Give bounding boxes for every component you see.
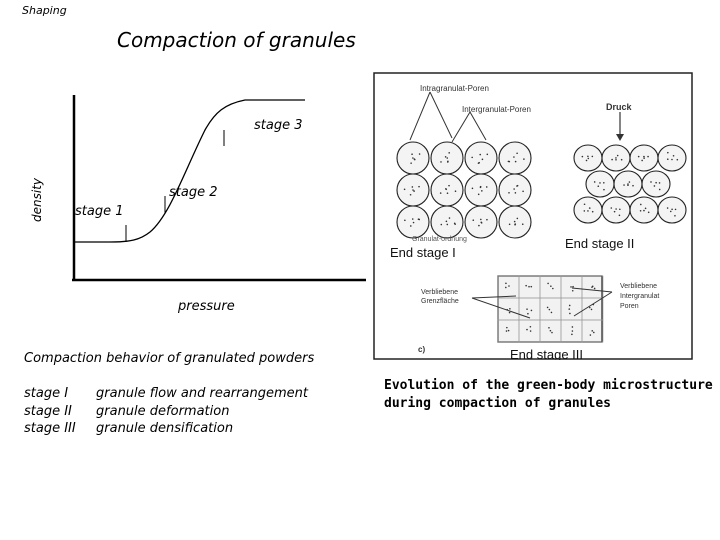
granule [657, 144, 687, 172]
evolution-caption: Evolution of the green-body microstructu… [384, 377, 714, 412]
x-axis-label: pressure [178, 299, 235, 314]
y-axis-label: density [30, 178, 44, 222]
granule-array-stage1 [396, 141, 532, 239]
legend-row: stage I granule flow and rearrangement [24, 385, 308, 403]
compaction-curve-plot [72, 95, 366, 282]
poren-label: Poren [620, 303, 639, 310]
granulat-label: Granulat-ordnung [412, 236, 467, 243]
granule-array-stage3 [497, 275, 604, 343]
c-label: c) [418, 345, 425, 354]
legend-key: stage I [24, 386, 69, 401]
granule [601, 196, 631, 224]
intergranulat-label: Intergranulat [620, 293, 659, 300]
stage-legend: stage I granule flow and rearrangement st… [24, 385, 308, 438]
verbliebene-label-1: Verbliebene [421, 289, 458, 296]
legend-text: granule deformation [96, 403, 230, 419]
granule [464, 173, 498, 207]
legend-row: stage II granule deformation [24, 403, 308, 421]
grenzflaeche-label: Grenzfläche [421, 298, 459, 305]
granule [573, 196, 603, 224]
verbliebene-label-2: Verbliebene [620, 283, 657, 290]
inter-pores-label: Intergranulat-Poren [462, 105, 531, 114]
plot-caption: Compaction behavior of granulated powder… [24, 351, 315, 366]
legend-text: granule flow and rearrangement [96, 386, 308, 401]
druck-label: Druck [606, 102, 633, 112]
granule [464, 141, 498, 175]
granule [585, 170, 615, 198]
density-curve [74, 99, 305, 243]
granule [430, 205, 464, 239]
stage3-label: stage 3 [254, 118, 303, 133]
end-stage3-label: End stage III [510, 347, 583, 360]
legend-key: stage II [24, 403, 72, 419]
granule [498, 141, 532, 175]
legend-text: granule densification [96, 421, 234, 436]
granule [430, 173, 464, 207]
end-stage1-label: End stage I [390, 245, 456, 260]
granule [641, 170, 671, 198]
stage2-label: stage 2 [169, 185, 218, 200]
dense-block [497, 275, 603, 343]
intra-pores-label: Intragranulat-Poren [420, 84, 489, 93]
legend-key: stage III [24, 421, 76, 436]
microstructure-figure: Intragranulat-Poren Intergranulat-Poren … [373, 72, 693, 360]
granule [498, 173, 532, 207]
stage1-label: stage 1 [75, 204, 124, 219]
evolution-line-2: during compaction of granules [384, 395, 611, 411]
legend-row: stage III granule densification [24, 420, 308, 438]
slide-title: Compaction of granules [117, 28, 356, 52]
granule-array-stage2 [573, 144, 687, 224]
end-stage2-label: End stage II [565, 236, 634, 251]
section-tag: Shaping [22, 4, 67, 17]
evolution-line-1: Evolution of the green-body microstructu… [384, 378, 713, 393]
